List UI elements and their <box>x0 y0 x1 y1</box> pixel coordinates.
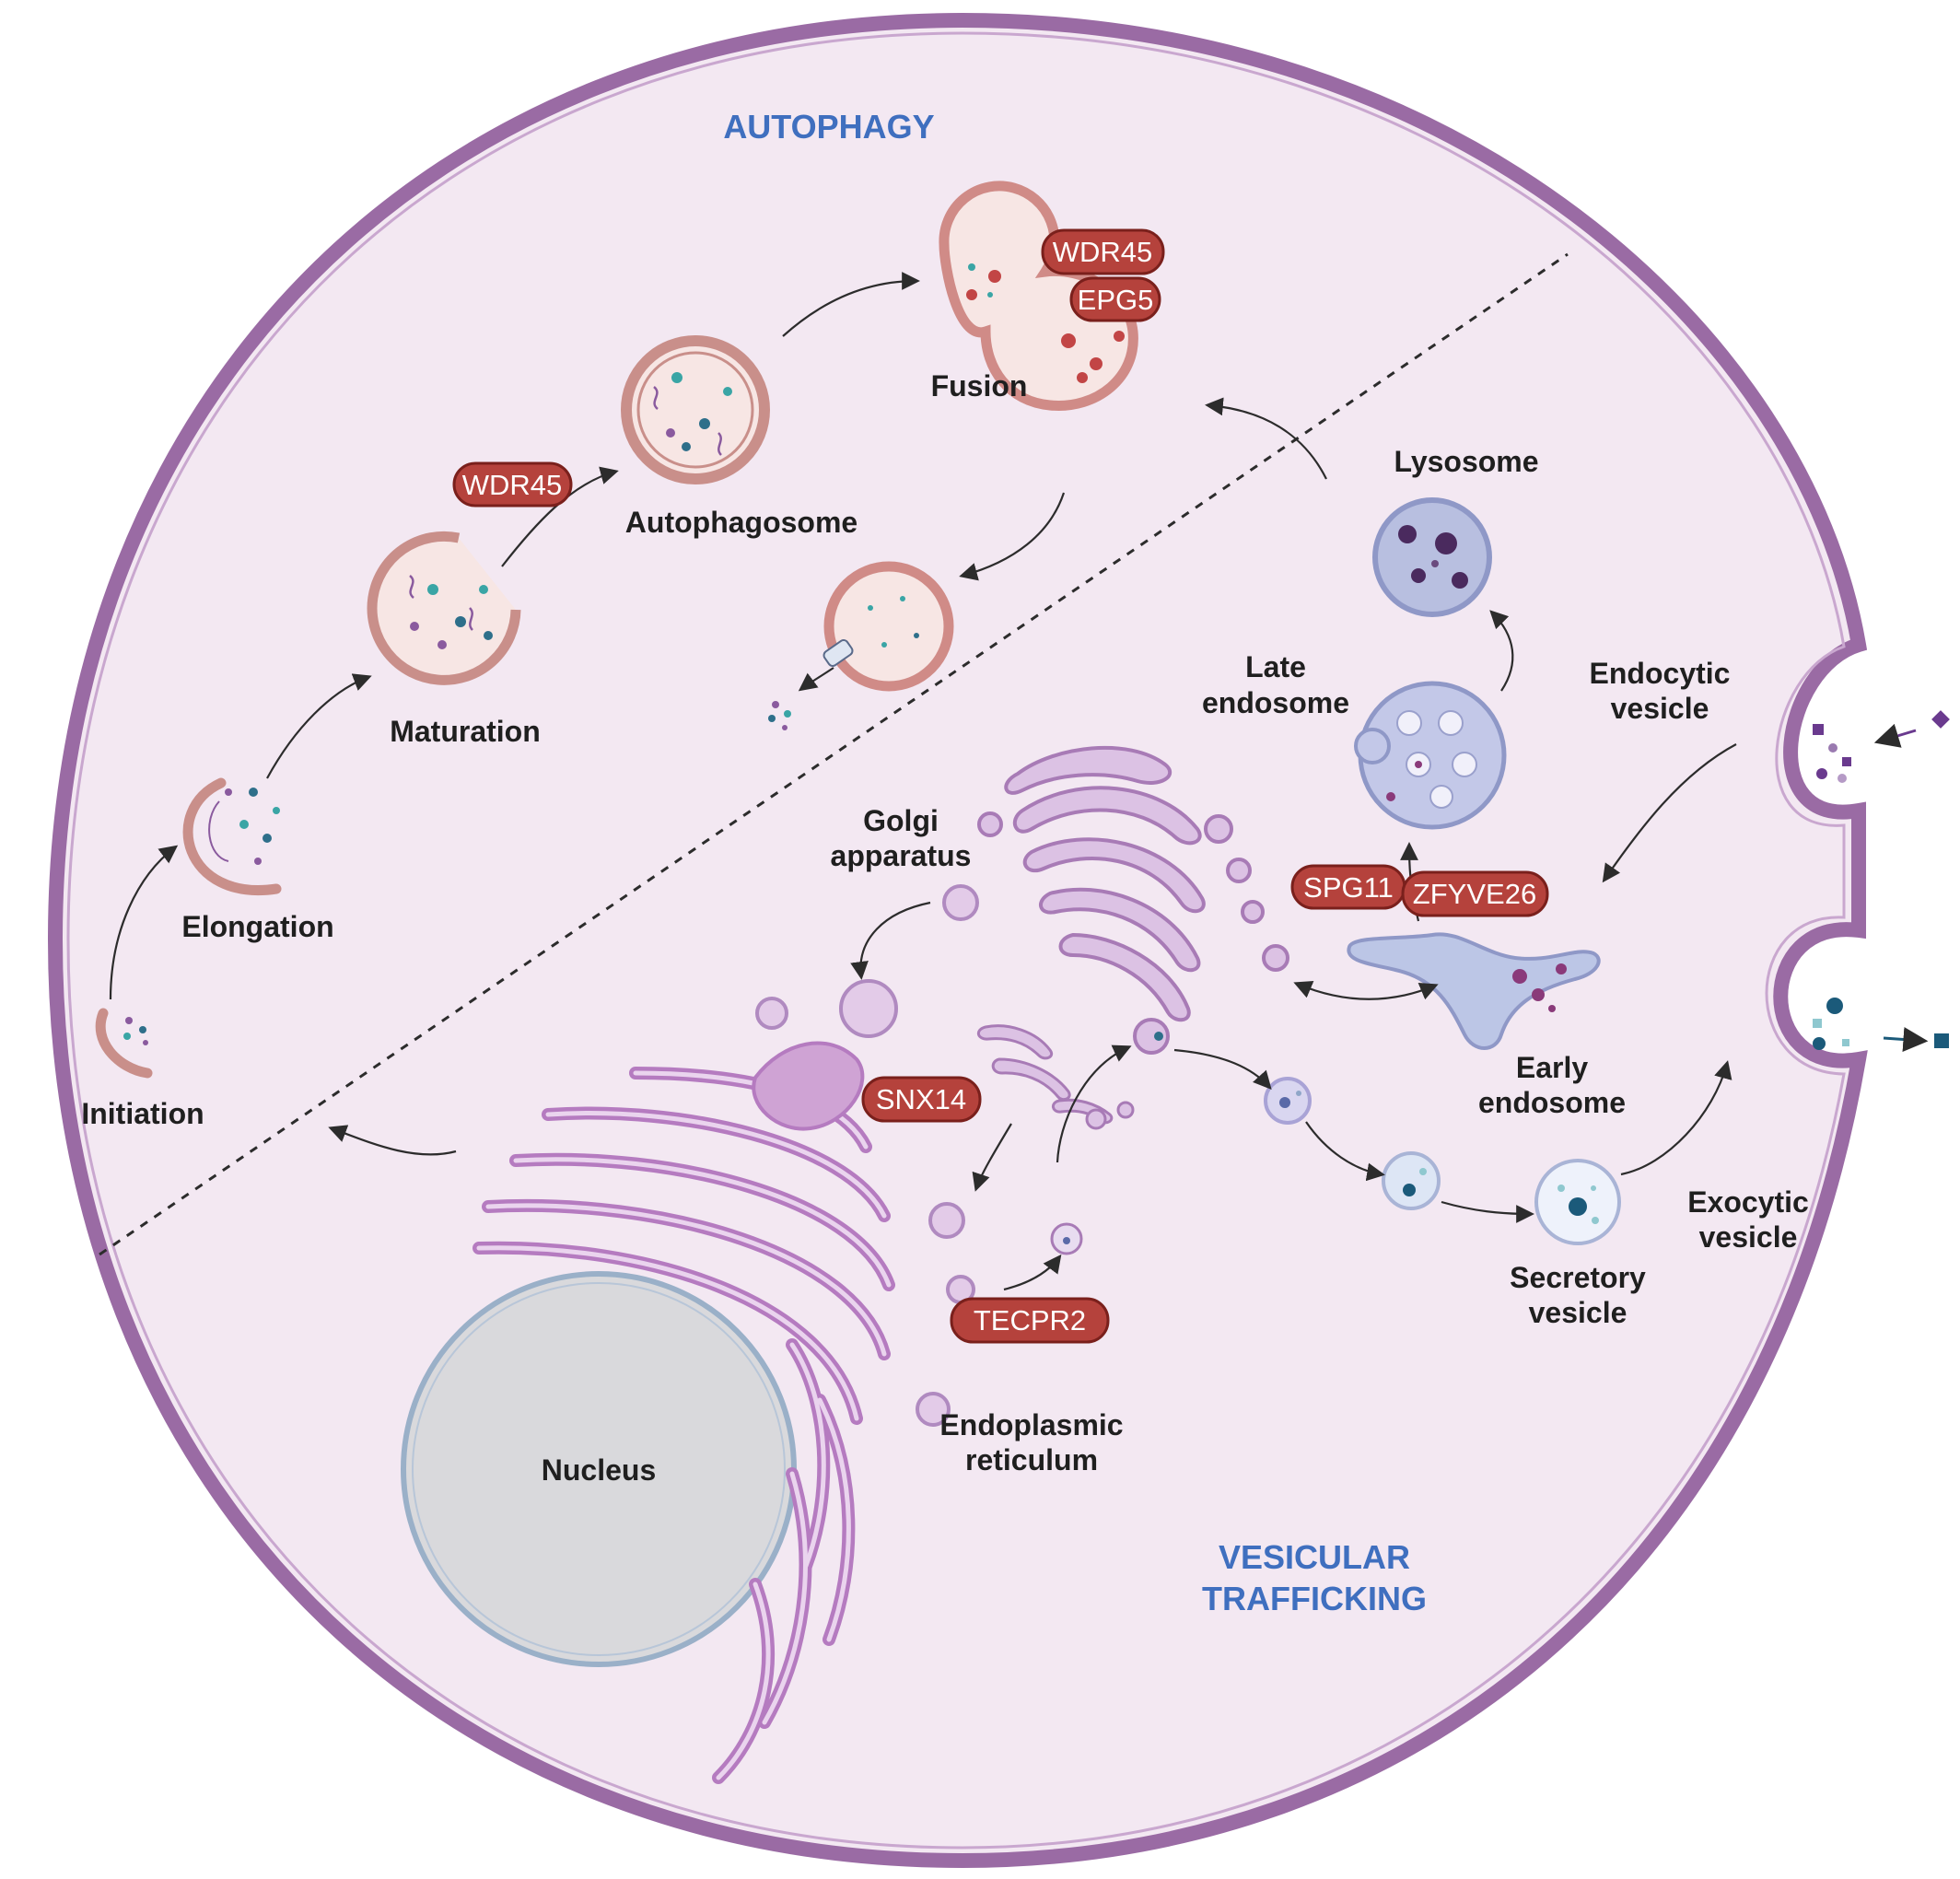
elongation-label: Elongation <box>181 910 333 943</box>
arrow-secretory-2 <box>1305 1121 1385 1182</box>
er-golgi-bud <box>752 1041 865 1131</box>
gene-badge-epg5: EPG5 <box>1069 276 1161 322</box>
elongation-phagophore <box>182 777 282 895</box>
plasma-membrane-inner <box>66 31 1846 1850</box>
arrow-secretory-3 <box>1441 1200 1534 1223</box>
arrow-golgi-early-endosome <box>1293 981 1439 1000</box>
gene-badge-tecpr2: TECPR2 <box>950 1297 1110 1344</box>
autophagosome-label: Autophagosome <box>625 506 858 539</box>
endocytic-vesicle-label-line1: Endocytic <box>1590 657 1731 690</box>
fusion-label: Fusion <box>931 369 1028 403</box>
gene-badge-spg11: SPG11 <box>1290 864 1406 910</box>
arrow-initiation-elongation <box>109 845 179 1000</box>
lysosome <box>1372 497 1492 617</box>
ergic-vesicles <box>977 1024 1135 1255</box>
svg-text:WDR45: WDR45 <box>462 469 563 501</box>
svg-text:ZFYVE26: ZFYVE26 <box>1413 878 1536 910</box>
maturation-vesicle <box>367 531 521 685</box>
maturation-label: Maturation <box>390 715 541 748</box>
gene-badge-wdr45-maturation: WDR45 <box>452 461 573 508</box>
autophagosome-vesicle <box>621 335 770 484</box>
early-endosome <box>1347 932 1601 1050</box>
lysosome-label: Lysosome <box>1394 445 1538 478</box>
er-label-line2: reticulum <box>965 1443 1098 1476</box>
endocytic-cargo <box>1813 710 1950 783</box>
svg-text:TECPR2: TECPR2 <box>974 1304 1086 1336</box>
gene-badge-snx14: SNX14 <box>861 1076 982 1123</box>
arrow-fusion-degradation <box>959 492 1066 581</box>
arrow-ergic-er <box>972 1123 1012 1192</box>
arrow-golgi-secretory-1 <box>1173 1048 1272 1090</box>
golgi-label-line1: Golgi <box>863 804 939 837</box>
er-inner-membrane <box>476 1070 892 1780</box>
late-endosome <box>1354 681 1507 830</box>
exocytic-vesicle-label-line1: Exocytic <box>1687 1185 1809 1219</box>
autophagy-title: AUTOPHAGY <box>723 108 934 146</box>
arrow-endocytic-early-endosome <box>1602 743 1737 883</box>
vesicular-title-line2: TRAFFICKING <box>1202 1580 1427 1617</box>
arrow-er-exit-vesicle <box>1003 1254 1062 1291</box>
early-endosome-label-line2: endosome <box>1478 1086 1626 1119</box>
svg-text:SPG11: SPG11 <box>1303 871 1394 904</box>
arrow-degradation-release <box>798 667 834 692</box>
secretory-vesicle-label-line1: Secretory <box>1510 1261 1646 1294</box>
gene-badge-wdr45-fusion: WDR45 <box>1041 228 1165 275</box>
arrow-secretory-exocytic <box>1620 1060 1732 1176</box>
golgi-apparatus <box>977 745 1289 1055</box>
arrow-autophagosome-fusion <box>782 272 920 337</box>
secretory-vesicles <box>1264 1077 1621 1245</box>
section-divider <box>99 252 1569 1256</box>
er-label-line1: Endoplasmic <box>939 1408 1123 1441</box>
arrow-ergic-golgi <box>1056 1045 1132 1163</box>
late-endosome-label-line1: Late <box>1245 650 1306 683</box>
arrow-golgi-vesicle-er <box>850 901 931 980</box>
exocytic-cargo <box>1813 998 1949 1052</box>
golgi-label-line2: apparatus <box>831 839 972 872</box>
exocytic-vesicle-label-line2: vesicle <box>1699 1220 1798 1254</box>
degradation-vesicle <box>768 561 954 730</box>
early-endosome-label-line1: Early <box>1516 1051 1588 1084</box>
arrow-late-endosome-lysosome <box>1489 610 1514 692</box>
svg-text:SNX14: SNX14 <box>876 1083 966 1115</box>
transport-vesicles <box>755 884 979 1427</box>
arrow-er-autophagy <box>328 1125 457 1156</box>
late-endosome-label-line2: endosome <box>1202 686 1349 719</box>
arrow-maturation-autophagosome <box>501 466 619 567</box>
initiation-label: Initiation <box>81 1097 204 1130</box>
arrow-lysosome-fusion <box>1205 397 1327 480</box>
arrow-elongation-maturation <box>266 673 372 779</box>
gene-badge-zfyve26: ZFYVE26 <box>1401 870 1549 917</box>
endocytic-vesicle-label-line2: vesicle <box>1611 692 1709 725</box>
initiation-phagophore <box>95 1008 153 1079</box>
vesicular-title-line1: VESICULAR <box>1219 1538 1410 1576</box>
secretory-vesicle-label-line2: vesicle <box>1529 1296 1628 1329</box>
nucleus-label: Nucleus <box>542 1453 656 1487</box>
svg-text:EPG5: EPG5 <box>1078 284 1154 316</box>
svg-text:WDR45: WDR45 <box>1053 236 1153 268</box>
